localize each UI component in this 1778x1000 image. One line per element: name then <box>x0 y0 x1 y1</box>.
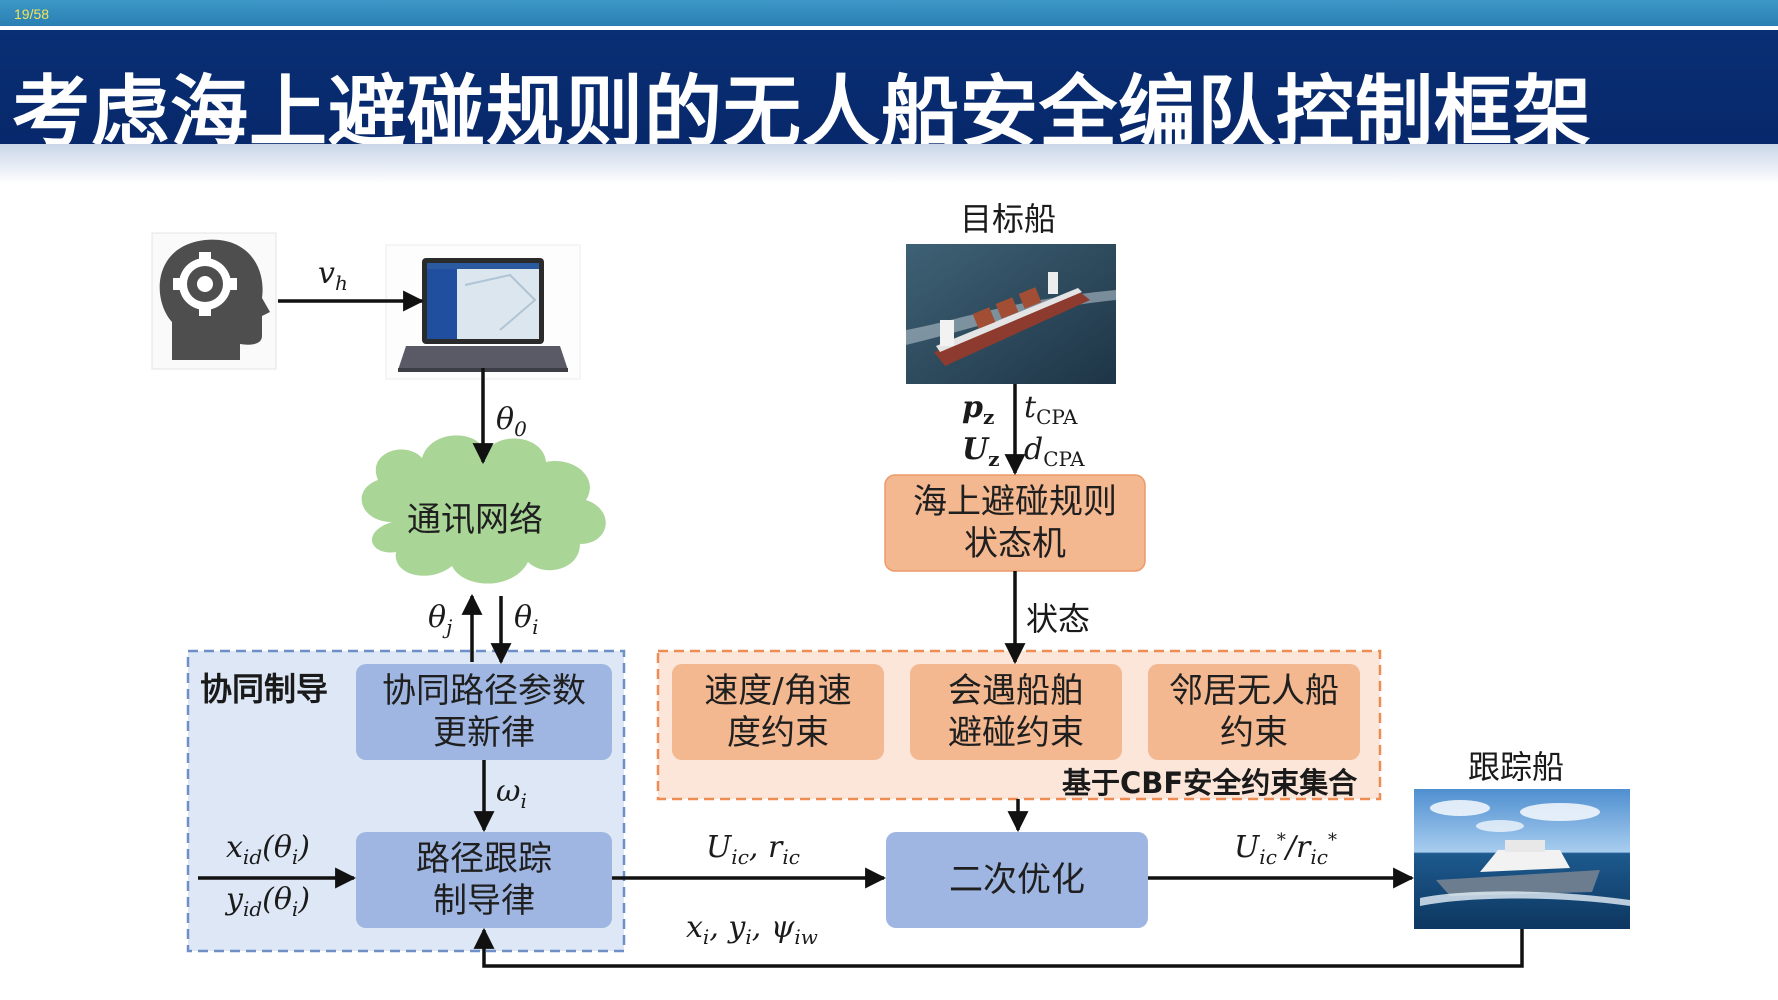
comm-network-label: 通讯网络 <box>407 499 543 540</box>
v-h-label: vh <box>318 256 348 295</box>
path-tracking-box <box>356 832 612 928</box>
laptop-icon <box>385 244 581 380</box>
t-cpa-label: tCPA <box>1024 390 1078 429</box>
encounter-constraint-label: 会遇船舶 避碰约束 <box>948 670 1084 754</box>
d-cpa-label: dCPA <box>1024 432 1085 471</box>
state-edge-label: 状态 <box>1026 600 1091 638</box>
page-number: 19/58 <box>14 6 50 22</box>
omega-i-label: ωi <box>496 774 527 813</box>
feedback-label: xi, yi, ψiw <box>686 910 818 949</box>
title-bar: 考虑海上避碰规则的无人船安全编队控制框架 <box>0 26 1778 158</box>
top-strip <box>0 0 1778 26</box>
qp-label: 二次优化 <box>949 859 1085 900</box>
title-shadow <box>0 144 1778 184</box>
path-param-update-label: 协同路径参数 更新律 <box>382 670 586 754</box>
p-z-label: pz <box>962 390 995 429</box>
tracking-ship-caption: 跟踪船 <box>1468 748 1565 786</box>
cbf-set-label: 基于CBF安全约束集合 <box>1062 766 1358 800</box>
colregs-fsm-label: 海上避碰规则 状态机 <box>913 481 1117 565</box>
cloud-icon <box>361 435 606 584</box>
target-ship-caption: 目标船 <box>960 200 1057 238</box>
speed-constraint-label: 速度/角速 度约束 <box>704 670 852 754</box>
u-r-star-label: Uic*/ric* <box>1234 830 1337 869</box>
tracking-ship-image <box>1414 789 1630 929</box>
theta-i-label: θi <box>514 600 539 639</box>
page-title: 考虑海上避碰规则的无人船安全编队控制框架 <box>12 68 1593 158</box>
path-param-update-box <box>356 664 612 760</box>
theta-0-label: θ0 <box>496 402 527 441</box>
cooperative-guidance-label: 协同制导 <box>200 670 329 708</box>
u-r-label: Uic, ric <box>706 830 800 869</box>
edge-feedback <box>473 927 1524 968</box>
neighbor-constraint-box <box>1148 664 1360 760</box>
u-z-label: Uz <box>962 432 1000 471</box>
speed-constraint-box <box>672 664 884 760</box>
target-ship-image <box>906 244 1116 384</box>
x-id-label: xid(θi) <box>226 830 311 869</box>
encounter-constraint-box <box>910 664 1122 760</box>
qp-box <box>886 832 1148 928</box>
head-gear-icon <box>151 232 277 370</box>
y-id-label: yid(θi) <box>226 882 311 921</box>
neighbor-constraint-label: 邻居无人船 约束 <box>1169 670 1339 754</box>
theta-j-label: θj <box>428 600 453 639</box>
path-tracking-label: 路径跟踪 制导律 <box>416 838 552 922</box>
